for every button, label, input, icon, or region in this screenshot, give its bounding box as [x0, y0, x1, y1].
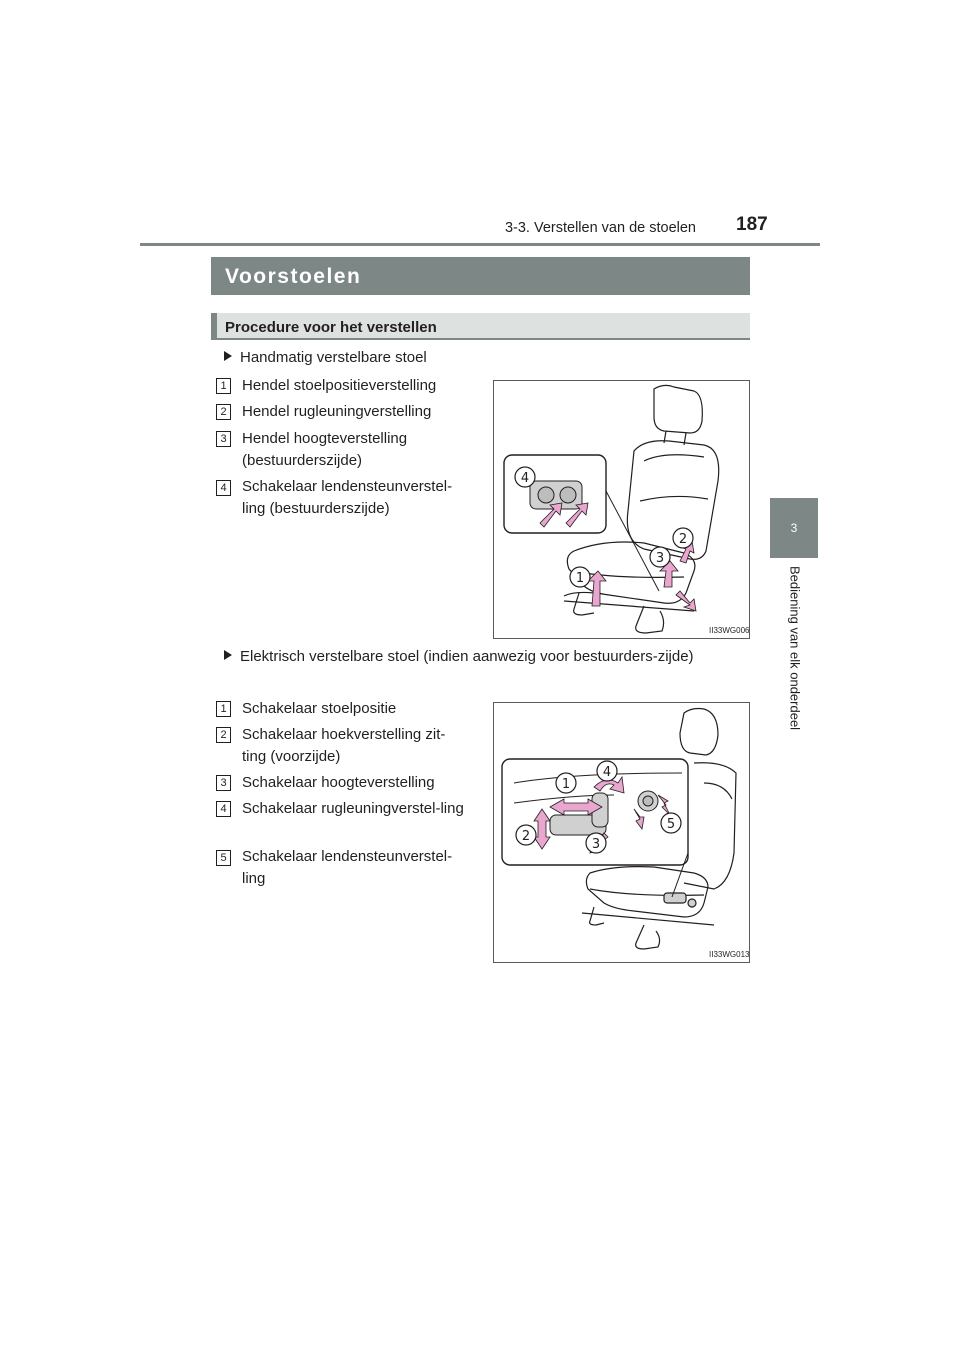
item-number: 1: [216, 378, 231, 394]
item-number: 1: [216, 701, 231, 717]
item-number: 4: [216, 801, 231, 817]
item-number: 2: [216, 404, 231, 420]
subsection-title: Procedure voor het verstellen: [225, 319, 437, 336]
page-number: 187: [736, 214, 768, 235]
manual-seat-illustration: 4 2 3 1 II33WG006: [493, 380, 750, 639]
list-item: Schakelaar rugleuningverstel-ling: [242, 800, 464, 817]
callout-markers: [514, 466, 694, 588]
illustration-code: II33WG006: [709, 626, 749, 635]
list-item: Schakelaar lendensteunverstel-ling: [242, 848, 453, 887]
list-item: Schakelaar lendensteunverstel-ling (best…: [242, 478, 453, 517]
item-number: 3: [216, 431, 231, 447]
illustration-code: II33WG013: [709, 950, 749, 959]
list-item: Schakelaar hoogteverstelling: [242, 774, 435, 791]
callout-5: 5: [667, 817, 675, 832]
triangle-bullet-icon: [224, 351, 232, 361]
callout-4: 4: [521, 471, 529, 486]
subsection-heading-bar: [211, 313, 750, 340]
list-item: Hendel stoelpositieverstelling: [242, 377, 437, 394]
list-item: Hendel hoogteverstelling (bestuurderszij…: [242, 430, 408, 469]
section-heading-bar: [211, 257, 750, 295]
manual-seat-drawing: 4 2 3 1 II33WG006: [503, 384, 750, 635]
item-number: 3: [216, 775, 231, 791]
chapter-tab: 3: [770, 498, 818, 558]
header-divider: [140, 243, 820, 246]
callout-1: 1: [576, 571, 584, 586]
callout-3: 3: [656, 551, 664, 566]
chapter-tab-label: Bediening van elk onderdeel: [787, 566, 803, 731]
callout-2: 2: [522, 829, 530, 844]
adjustment-arrows: [539, 502, 697, 612]
callout-2: 2: [679, 532, 687, 547]
callout-markers: [515, 760, 682, 854]
subsection-accent: [211, 313, 217, 340]
power-seat-heading: Elektrisch verstelbare stoel (indien aan…: [224, 645, 750, 668]
power-seat-drawing: 1 4 2 3 5 II33WG013: [501, 707, 750, 959]
item-number: 4: [216, 480, 231, 496]
item-number: 2: [216, 727, 231, 743]
list-item: Schakelaar hoekverstelling zit-ting (voo…: [242, 726, 446, 765]
callout-3: 3: [592, 837, 600, 852]
power-seat-illustration: 1 4 2 3 5 II33WG013: [493, 702, 750, 963]
list-item: Hendel rugleuningverstelling: [242, 403, 432, 420]
section-title: Voorstoelen: [225, 265, 362, 288]
manual-seat-heading: Handmatig verstelbare stoel: [224, 346, 427, 369]
power-seat-heading-text: Elektrisch verstelbare stoel (indien aan…: [240, 648, 694, 665]
callout-1: 1: [562, 777, 570, 792]
callout-4: 4: [603, 765, 611, 780]
list-item: Schakelaar stoelpositie: [242, 700, 397, 717]
item-number: 5: [216, 850, 231, 866]
manual-seat-heading-text: Handmatig verstelbare stoel: [240, 349, 427, 366]
chapter-title: 3-3. Verstellen van de stoelen: [504, 220, 696, 236]
triangle-bullet-icon: [224, 650, 232, 660]
